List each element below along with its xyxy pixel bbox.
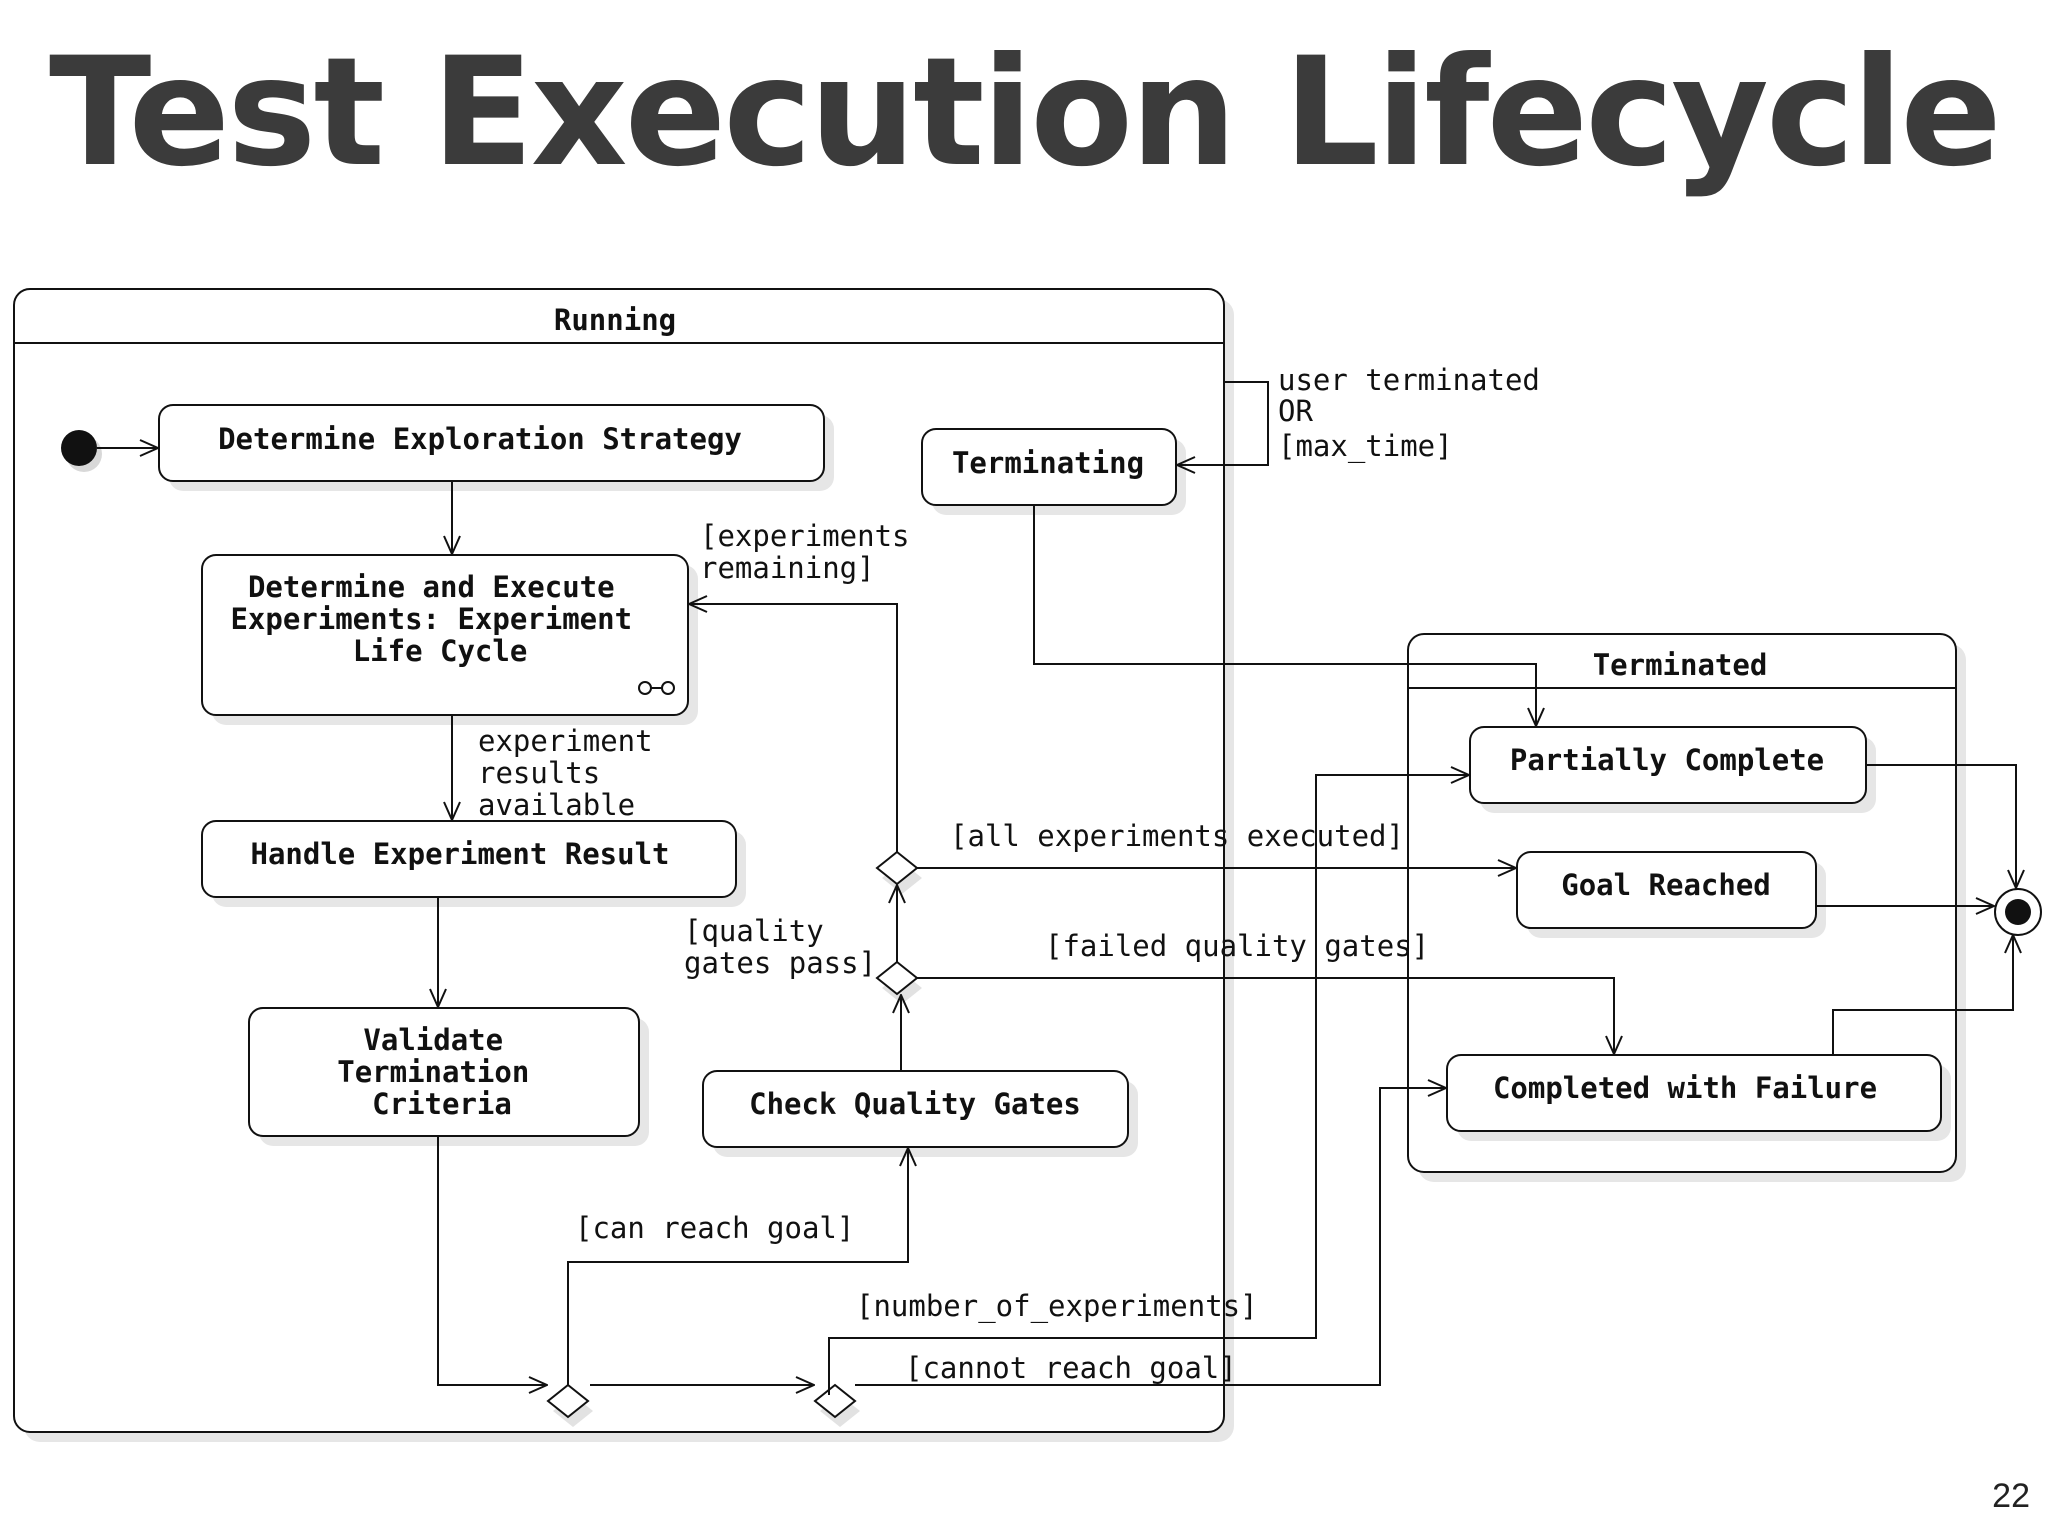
state-handle-result[interactable]: Handle Experiment Result: [201, 820, 746, 907]
final-node: [1994, 888, 2042, 936]
state-terminating[interactable]: Terminating: [921, 428, 1186, 515]
state-check-quality[interactable]: Check Quality Gates: [702, 1070, 1138, 1157]
edge-can-reach-goal: [567, 1148, 908, 1385]
edge-failed-quality: [917, 977, 1614, 1054]
state-validate-criteria-line-2: Termination: [337, 1055, 529, 1089]
edge-terminating-partial: [1033, 506, 1536, 726]
svg-text:Validate Termination: Validate Termination Criteria: [337, 1023, 547, 1121]
state-goal-reached[interactable]: Goal Reached: [1516, 851, 1826, 938]
state-validate-criteria-line-1: Validate: [363, 1023, 503, 1057]
state-determine-strategy-label: Determine Exploration Strategy: [218, 422, 742, 456]
state-execute-experiments-line-3: Life Cycle: [353, 634, 528, 668]
label-quality-pass: [quality gates pass]: [684, 914, 876, 980]
transitions: [97, 381, 2016, 1395]
state-execute-experiments[interactable]: Determine and Execute Experiments: Exper…: [201, 554, 698, 725]
slide-title: Test Execution Lifecycle: [49, 26, 2002, 200]
state-completed-failure[interactable]: Completed with Failure: [1446, 1054, 1951, 1141]
state-validate-criteria[interactable]: Validate Termination Criteria: [248, 1007, 649, 1146]
label-user-terminated: user terminated OR [max_time]: [1278, 363, 1557, 464]
edge-failure-final: [1832, 935, 2013, 1054]
edge-number-of-experiments: [828, 775, 1469, 1395]
submachine-icon: [638, 681, 675, 695]
state-execute-experiments-line-1: Determine and Execute: [248, 570, 615, 604]
state-goal-reached-label: Goal Reached: [1561, 868, 1771, 902]
label-number-of-experiments: [number_of_experiments]: [856, 1289, 1258, 1324]
choice-goal: [813, 1383, 860, 1427]
label-results-available: experiment results available: [478, 724, 670, 822]
choice-quality: [875, 960, 922, 1004]
state-partially-complete-label: Partially Complete: [1510, 743, 1824, 777]
label-experiments-remaining: [experiments remaining]: [700, 519, 927, 585]
state-terminating-label: Terminating: [952, 446, 1144, 480]
state-partially-complete[interactable]: Partially Complete: [1469, 726, 1876, 813]
running-label: Running: [554, 303, 676, 337]
edge-cannot-reach-goal: [855, 1088, 1446, 1386]
edge-user-terminated: [1177, 381, 1269, 465]
state-determine-strategy[interactable]: Determine Exploration Strategy: [158, 404, 834, 491]
state-execute-experiments-line-2: Experiments: Experiment: [230, 602, 632, 636]
state-handle-result-label: Handle Experiment Result: [250, 837, 669, 871]
initial-node: [61, 430, 97, 466]
label-cannot-reach-goal: [cannot reach goal]: [905, 1351, 1237, 1385]
label-all-executed: [all experiments executed]: [950, 819, 1404, 853]
edge-experiments-remaining: [689, 604, 898, 852]
svg-text:Determine and Execute Ex: Determine and Execute Experiments: Exper…: [230, 570, 649, 668]
state-validate-criteria-line-3: Criteria: [372, 1087, 512, 1121]
edge-partial-final: [1867, 764, 2016, 888]
state-check-quality-label: Check Quality Gates: [749, 1087, 1081, 1121]
page-number: 22: [1992, 1477, 2030, 1515]
terminated-label: Terminated: [1593, 648, 1768, 682]
label-failed-quality: [failed quality gates]: [1045, 929, 1429, 963]
label-can-reach-goal: [can reach goal]: [575, 1211, 854, 1245]
state-completed-failure-label: Completed with Failure: [1493, 1071, 1877, 1105]
choice-validate: [546, 1383, 593, 1427]
edge-validate-choice: [437, 1137, 547, 1385]
